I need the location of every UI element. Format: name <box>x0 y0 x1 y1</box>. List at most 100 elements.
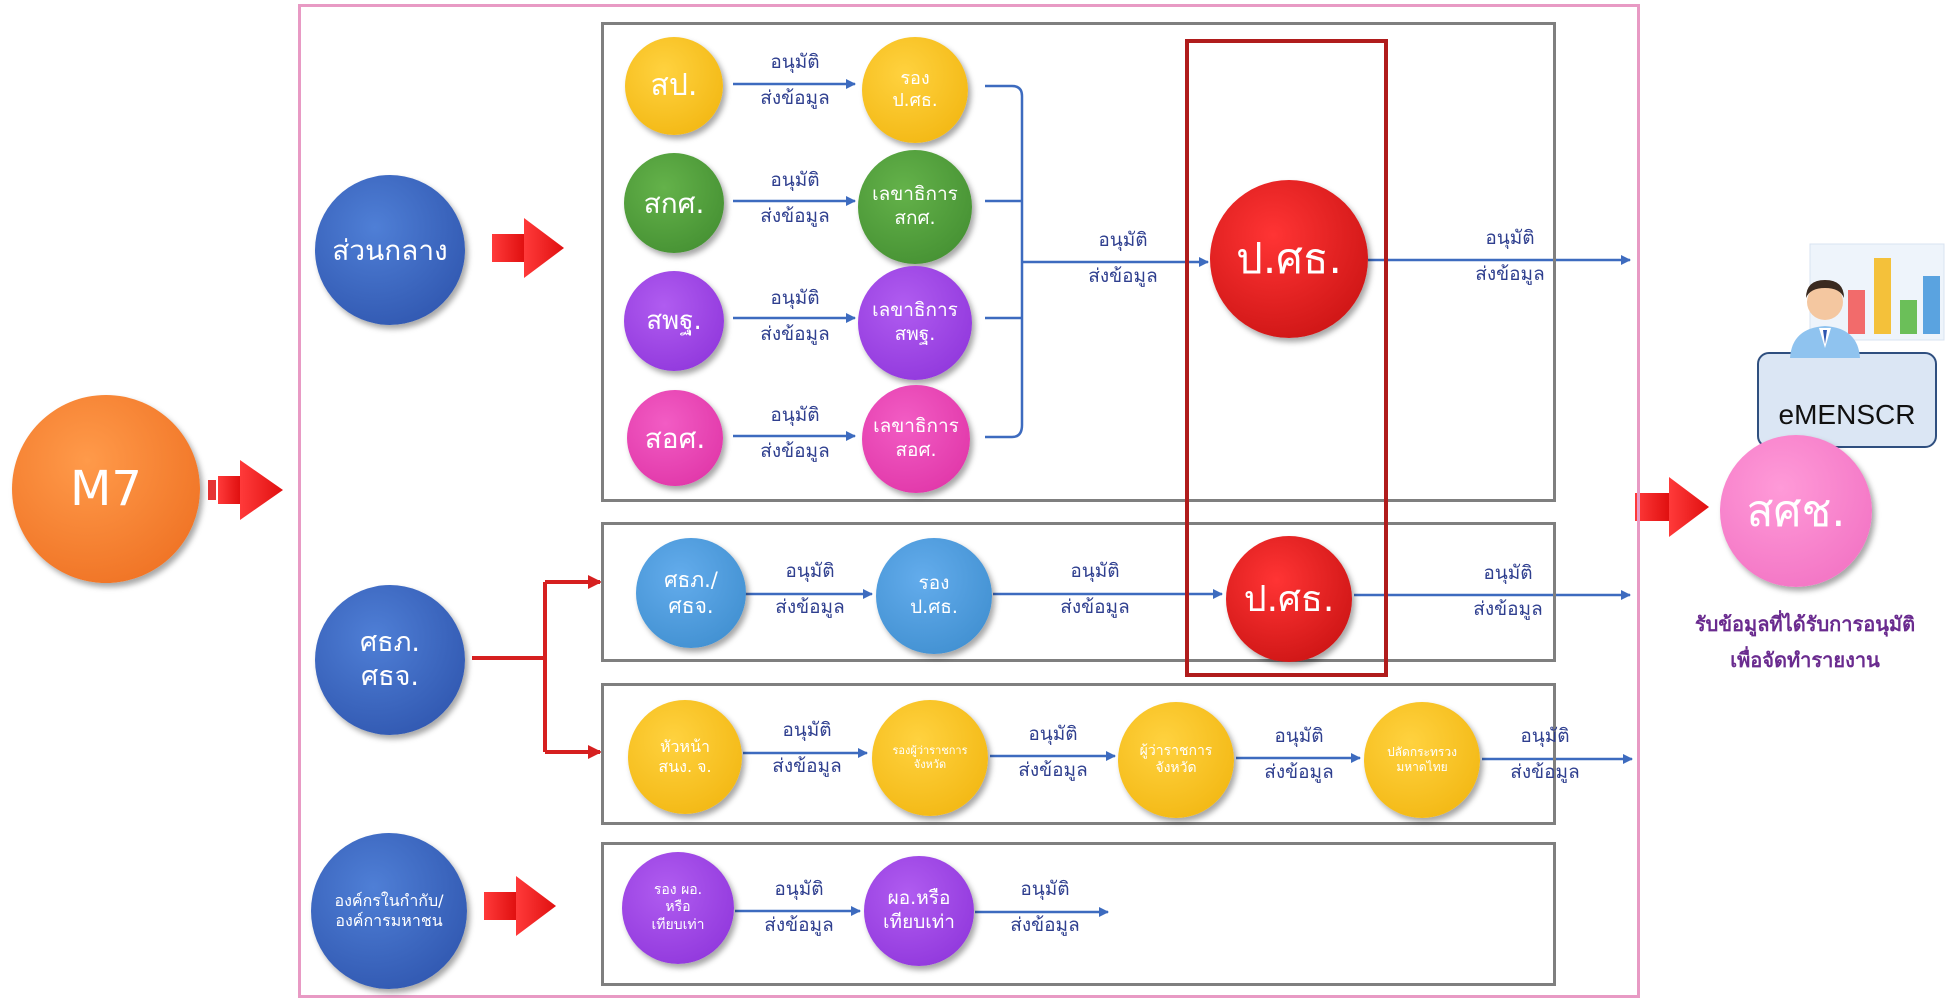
node-row2-b-line1: เลขาธิการ <box>872 183 958 206</box>
edge-label-merge-l1: อนุมัติ <box>1098 229 1148 251</box>
node-row2-a: สกศ. <box>624 153 724 253</box>
node-prov-a: หัวหน้า สนง. จ. <box>628 700 742 814</box>
sorsor-caption: รับข้อมูลที่ได้รับการอนุมัติ เพื่อจัดทำร… <box>1655 606 1952 678</box>
node-row2-b-line2: สกศ. <box>894 207 936 229</box>
node-prov-a-line1: หัวหน้า <box>660 737 710 756</box>
edge-label-row4-l2: ส่งข้อมูล <box>760 440 830 462</box>
node-row4-a-label: สอศ. <box>644 421 706 455</box>
group-province-box <box>601 683 1556 825</box>
node-regional: ศธภ. ศธจ. <box>315 585 465 735</box>
node-reg-a-line2: ศธจ. <box>668 594 714 618</box>
node-prov-d-line1: ปลัดกระทรวง <box>1387 745 1457 759</box>
edge-label-prov3-l2: ส่งข้อมูล <box>1264 761 1334 783</box>
node-orgs-line2: องค์การมหาชน <box>335 911 443 930</box>
edge-label-prov1-l2: ส่งข้อมูล <box>772 755 842 777</box>
node-reg-b-line1: รอง <box>918 572 950 595</box>
big-arrow-sorsor <box>1635 477 1709 537</box>
edge-label-top-out-l1: อนุมัติ <box>1485 227 1535 249</box>
edge-label-prov1: อนุมัติ ส่งข้อมูล <box>752 712 862 784</box>
node-row2-b: เลขาธิการ สกศ. <box>858 150 972 264</box>
node-orgs-line1: องค์กรในกำกับ/ <box>334 891 444 910</box>
node-prov-c: ผู้ว่าราชการ จังหวัด <box>1118 702 1234 818</box>
caption-line1: รับข้อมูลที่ได้รับการอนุมัติ <box>1694 612 1916 636</box>
node-row1-a-label: สป. <box>650 68 698 104</box>
edge-label-org1-l1: อนุมัติ <box>774 878 824 900</box>
node-row3-a-label: สพฐ. <box>646 305 702 336</box>
edge-label-row4-l1: อนุมัติ <box>770 404 820 426</box>
node-row4-a: สอศ. <box>627 390 723 486</box>
node-central: ส่วนกลาง <box>315 175 465 325</box>
node-row1-b-line1: รอง <box>900 67 930 89</box>
outer-frame <box>298 4 1640 998</box>
big-arrow-orgs <box>484 876 556 936</box>
edge-label-org1: อนุมัติ ส่งข้อมูล <box>744 871 854 943</box>
node-prov-c-line1: ผู้ว่าราชการ <box>1139 742 1213 759</box>
edge-label-prov-out-l1: อนุมัติ <box>1520 725 1570 747</box>
node-prov-c-line2: จังหวัด <box>1155 760 1197 776</box>
node-org-b-line1: ผอ.หรือ <box>887 887 951 910</box>
node-reg-a-line1: ศธภ./ <box>664 567 718 592</box>
edge-label-row1-l2: ส่งข้อมูล <box>760 87 830 109</box>
node-row1-b: รอง ป.ศธ. <box>862 37 968 143</box>
group-central-box <box>601 22 1556 502</box>
node-org-b-line2: เทียบเท่า <box>883 911 955 933</box>
node-prov-b-line2: จังหวัด <box>913 758 947 771</box>
node-reg-b-line2: ป.ศธ. <box>910 596 958 618</box>
node-row2-a-label: สกศ. <box>643 186 705 220</box>
node-m7-label: M7 <box>70 461 142 517</box>
edge-label-reg-out-l1: อนุมัติ <box>1483 562 1533 584</box>
edge-label-top-out-l2: ส่งข้อมูล <box>1475 263 1545 285</box>
big-arrow-m7 <box>208 460 283 520</box>
node-prov-b: รองผู้ว่าราชการ จังหวัด <box>872 700 988 816</box>
edge-label-org1-l2: ส่งข้อมูล <box>764 914 834 936</box>
emenscr-label: eMENSCR <box>1778 399 1916 430</box>
edge-label-row2: อนุมัติ ส่งข้อมูล <box>740 162 850 234</box>
pstor-highlight-box <box>1185 39 1388 677</box>
edge-label-row4: อนุมัติ ส่งข้อมูล <box>740 397 850 469</box>
edge-label-reg1-l1: อนุมัติ <box>785 560 835 582</box>
node-central-label: ส่วนกลาง <box>332 233 448 267</box>
caption-line2: เพื่อจัดทำรายงาน <box>1730 648 1880 672</box>
node-row3-b: เลขาธิการ สพฐ. <box>858 266 972 380</box>
node-prov-d: ปลัดกระทรวง มหาดไทย <box>1364 702 1480 818</box>
node-sorsor-label: สศช. <box>1746 485 1846 537</box>
edge-label-row1-l1: อนุมัติ <box>770 51 820 73</box>
edge-label-prov2-l1: อนุมัติ <box>1028 723 1078 745</box>
edge-label-reg2-l1: อนุมัติ <box>1070 560 1120 582</box>
node-regional-line1: ศธภ. <box>360 627 420 659</box>
node-row4-b-line1: เลขาธิการ <box>873 415 959 438</box>
edge-label-reg-out: อนุมัติ ส่งข้อมูล <box>1453 555 1563 627</box>
group-regional-box <box>601 522 1556 662</box>
node-row4-b-line2: สอศ. <box>895 439 937 461</box>
big-arrow-central <box>492 218 564 278</box>
node-row3-a: สพฐ. <box>624 271 724 371</box>
edge-label-reg1: อนุมัติ ส่งข้อมูล <box>755 553 865 625</box>
node-org-a-line3: เทียบเท่า <box>651 916 705 933</box>
edge-label-prov1-l1: อนุมัติ <box>782 719 832 741</box>
edge-label-prov-out: อนุมัติ ส่งข้อมูล <box>1490 718 1600 790</box>
node-row4-b: เลขาธิการ สอศ. <box>862 385 970 493</box>
node-pstor-top: ป.ศธ. <box>1210 180 1368 338</box>
edge-label-top-out: อนุมัติ ส่งข้อมูล <box>1455 220 1565 292</box>
edge-label-reg2: อนุมัติ ส่งข้อมูล <box>1040 553 1150 625</box>
user-avatar-icon <box>1790 280 1860 358</box>
node-row3-b-line2: สพฐ. <box>894 323 936 345</box>
node-pstor-mid-label: ป.ศธ. <box>1243 578 1335 620</box>
edge-label-prov3-l1: อนุมัติ <box>1274 725 1324 747</box>
edge-label-org-out-l1: อนุมัติ <box>1020 878 1070 900</box>
node-m7: M7 <box>12 395 200 583</box>
edge-label-row1: อนุมัติ ส่งข้อมูล <box>740 44 850 116</box>
node-pstor-mid: ป.ศธ. <box>1226 536 1352 662</box>
edge-label-prov3: อนุมัติ ส่งข้อมูล <box>1244 718 1354 790</box>
edge-label-row3-l1: อนุมัติ <box>770 287 820 309</box>
edge-label-prov-out-l2: ส่งข้อมูล <box>1510 761 1580 783</box>
edge-label-row3: อนุมัติ ส่งข้อมูล <box>740 280 850 352</box>
node-row1-a: สป. <box>625 37 723 135</box>
red-branch-connector <box>472 580 597 754</box>
node-prov-b-line1: รองผู้ว่าราชการ <box>892 744 968 758</box>
edge-label-reg2-l2: ส่งข้อมูล <box>1060 596 1130 618</box>
edge-label-row2-l1: อนุมัติ <box>770 169 820 191</box>
node-org-a-line2: หรือ <box>665 899 691 916</box>
node-org-a-line1: รอง ผอ. <box>653 881 703 898</box>
